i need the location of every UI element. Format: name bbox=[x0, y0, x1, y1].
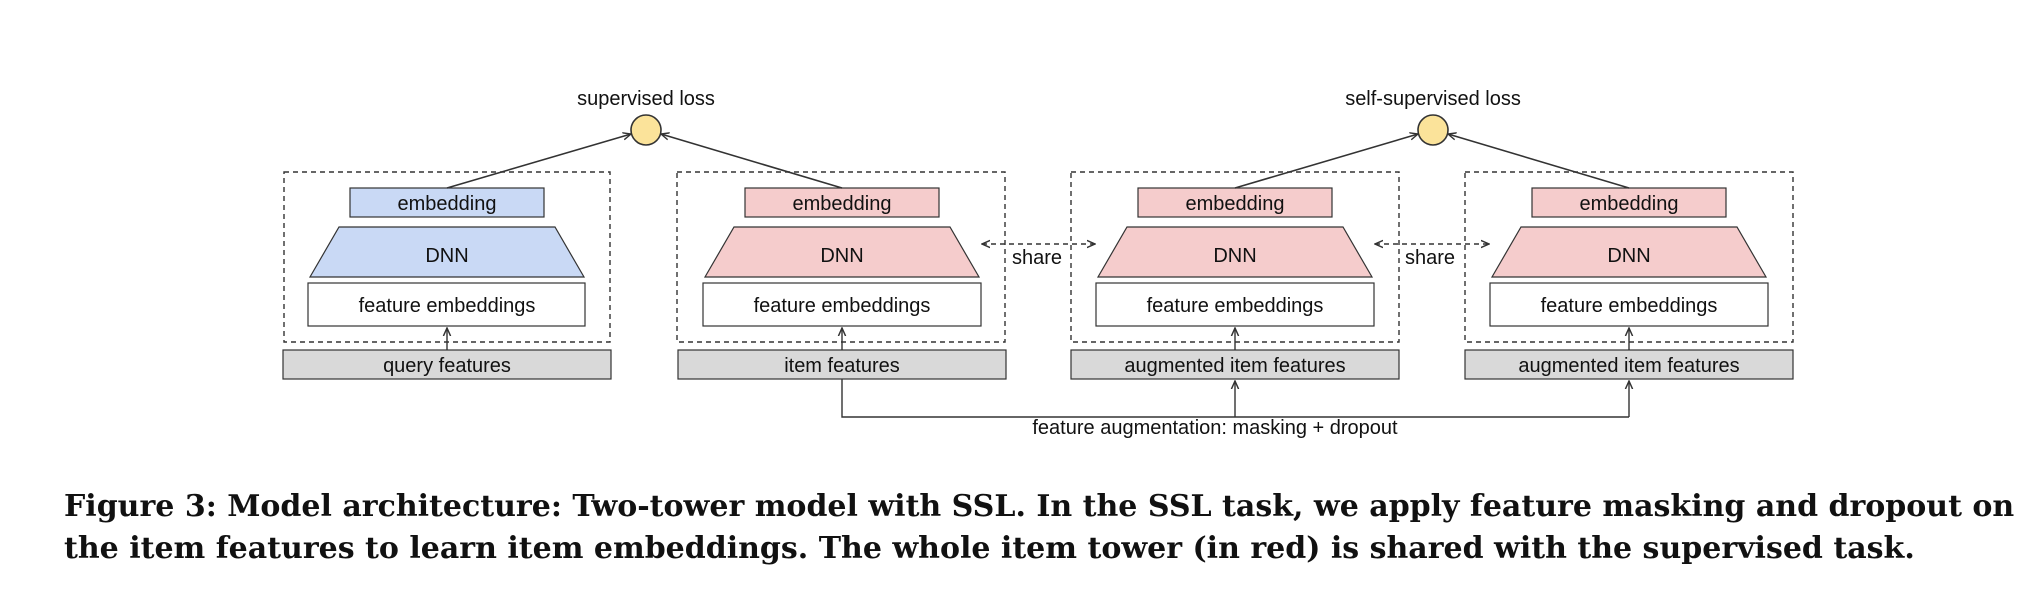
input-features-label: query features bbox=[383, 355, 511, 377]
dnn-trapezoid bbox=[308, 226, 586, 278]
input-features-label: item features bbox=[784, 355, 900, 377]
embedding-label: embedding bbox=[1580, 193, 1679, 215]
share-label-1: share bbox=[1012, 247, 1062, 269]
feature-embeddings-box bbox=[702, 282, 982, 327]
feature-embeddings-label: feature embeddings bbox=[1147, 295, 1324, 317]
query-tower: embedding DNN feature embeddings query f… bbox=[282, 171, 612, 380]
dnn-label: DNN bbox=[1607, 245, 1650, 267]
item-to-supervised-loss-arrow bbox=[661, 134, 843, 189]
aug1-to-ssl-loss-arrow bbox=[1234, 134, 1418, 189]
feature-embeddings-label: feature embeddings bbox=[359, 295, 536, 317]
self-supervised-loss-node bbox=[1417, 114, 1449, 146]
figure-caption: Figure 3: Model architecture: Two-tower … bbox=[64, 489, 2015, 566]
aug2-to-ssl-loss-arrow bbox=[1448, 134, 1630, 189]
architecture-diagram: supervised loss self-supervised loss emb… bbox=[282, 88, 1794, 439]
share-label-2: share bbox=[1405, 247, 1455, 269]
dnn-trapezoid bbox=[1096, 226, 1374, 278]
augmentation-label: feature augmentation: masking + dropout bbox=[1032, 417, 1398, 439]
query-to-supervised-loss-arrow bbox=[446, 134, 631, 189]
input-features-label: augmented item features bbox=[1518, 355, 1739, 377]
dnn-label: DNN bbox=[425, 245, 468, 267]
dnn-trapezoid bbox=[1490, 226, 1768, 278]
embedding-label: embedding bbox=[793, 193, 892, 215]
feature-embeddings-label: feature embeddings bbox=[1541, 295, 1718, 317]
embedding-box bbox=[1137, 187, 1333, 218]
supervised-loss-node bbox=[630, 114, 662, 146]
self-supervised-loss-label: self-supervised loss bbox=[1345, 88, 1521, 110]
item-tower: embedding DNN feature embeddings item fe… bbox=[676, 171, 1007, 380]
augmentation-connector bbox=[841, 379, 1629, 418]
embedding-box bbox=[744, 187, 940, 218]
input-features-box bbox=[1464, 349, 1794, 380]
input-features-box bbox=[282, 349, 612, 380]
embedding-label: embedding bbox=[398, 193, 497, 215]
input-features-label: augmented item features bbox=[1124, 355, 1345, 377]
feature-embeddings-box bbox=[1095, 282, 1375, 327]
dnn-label: DNN bbox=[1213, 245, 1256, 267]
dnn-trapezoid bbox=[703, 226, 981, 278]
augmented-item-tower-1: embedding DNN feature embeddings augment… bbox=[1070, 171, 1400, 380]
feature-embeddings-box bbox=[307, 282, 586, 327]
feature-embeddings-label: feature embeddings bbox=[754, 295, 931, 317]
dnn-label: DNN bbox=[820, 245, 863, 267]
input-features-box bbox=[1070, 349, 1400, 380]
feature-embeddings-box bbox=[1489, 282, 1769, 327]
supervised-loss-label: supervised loss bbox=[577, 88, 715, 110]
embedding-label: embedding bbox=[1186, 193, 1285, 215]
tower-boundary bbox=[676, 171, 1006, 343]
